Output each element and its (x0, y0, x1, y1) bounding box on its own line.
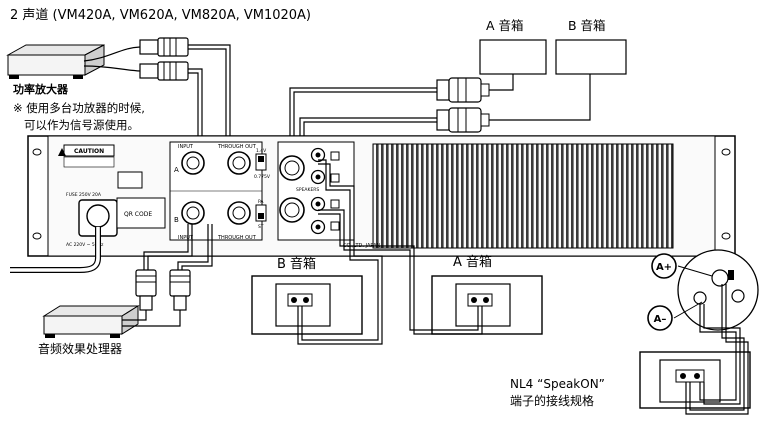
connector-pos-label: A+ (656, 262, 672, 273)
speaker-a-bottom-label: A 音箱 (453, 255, 493, 270)
ac-label: AC 220V ~ 50Hz (66, 242, 104, 248)
speaker-b-bottom-label: B 音箱 (277, 257, 317, 272)
input-top-label: INPUT (178, 144, 194, 150)
speaker-a-bottom-box (431, 275, 543, 335)
speakon-plugs-top (436, 77, 490, 133)
audio-processor-label: 音频效果处理器 (38, 342, 123, 356)
caution-label: CAUTION (74, 148, 104, 155)
power-amp-device (6, 44, 105, 79)
rack-amplifier (27, 135, 736, 257)
speaker-a-top-label: A 音箱 (486, 18, 524, 33)
speakers-label: SPEAKERS (296, 187, 319, 193)
xlr-plugs-amp (139, 37, 189, 81)
through-out-bottom-label: THROUGH OUT (217, 235, 257, 241)
diagram-title: 2 声道 (VM420A, VM620A, VM820A, VM1020A) (10, 8, 312, 23)
channel-b-label: B (174, 216, 179, 224)
speaker-b-top-box (555, 39, 627, 75)
channel-a-label: A (174, 166, 179, 174)
input-bottom-label: INPUT (178, 235, 194, 241)
nl4-caption: NL4 “SpeakON” 端子的接线规格 (510, 377, 605, 408)
fuse-label: FUSE 250V 20A (66, 192, 102, 198)
sens-label-1: 1.4V (256, 148, 267, 154)
sens-label-2: 0.775V (254, 174, 271, 180)
audio-processor-device (42, 305, 140, 338)
speaker-b-top-label: B 音箱 (568, 18, 606, 33)
xlr-plugs-processor (135, 269, 191, 311)
speaker-a-top-box (479, 39, 547, 75)
speaker-wires-bottom (297, 159, 483, 345)
nl4-connector-detail: A+ A– (647, 249, 759, 331)
power-amp-label: 功率放大器 (13, 83, 68, 96)
connector-neg-label: A– (654, 314, 667, 325)
nl4-wires (685, 284, 749, 415)
through-out-top-label: THROUGH OUT (217, 144, 257, 150)
multi-amp-note: ※ 使用多台功放器的时候, 可以作为信号源使用。 (13, 101, 145, 132)
mode-label-2: ST (258, 224, 264, 230)
speaker-nl4-box (639, 351, 751, 409)
mode-label-1: PA (258, 199, 264, 205)
processor-cables (122, 224, 213, 327)
speaker-b-bottom-box (251, 275, 363, 335)
qr-label: QR CODE (124, 211, 152, 218)
